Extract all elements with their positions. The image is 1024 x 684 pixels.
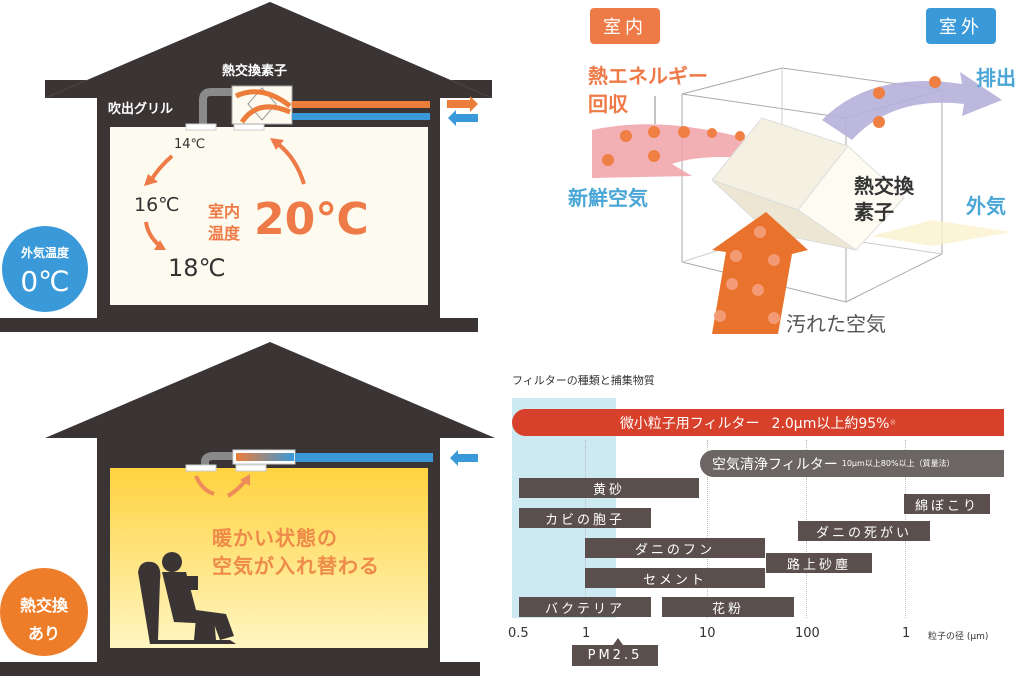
micro-particle-filter-bar: 微小粒子用フィルター 2.0μm以上約95% ※ [512, 409, 1004, 436]
particle-bar-mite-feces: ダニのフン [585, 538, 765, 558]
room-temp-label-line2: 温度 [208, 224, 241, 243]
outside-temp-badge-label: 外気温度 [20, 246, 69, 260]
particle-label: セメント [643, 572, 707, 588]
pm25-band [512, 398, 616, 618]
air-filter-spec: 10μm以上80%以上（質量法） [841, 459, 955, 468]
particle-bar-yellow-sand: 黄砂 [519, 478, 699, 498]
warm-air-message-line1: 暖かい状態の [212, 526, 338, 550]
particle-label: 黄砂 [592, 482, 625, 498]
indoor-tag: 室内 [590, 8, 660, 44]
temp-14: 14℃ [174, 137, 206, 152]
outside-temp-badge: 外気温度 0℃ [2, 226, 88, 312]
particle-label: 路上砂塵 [786, 557, 851, 573]
particle-label: 綿ぼこり [914, 498, 979, 514]
particle-bar-cement: セメント [585, 568, 765, 588]
particle-label: ダニのフン [634, 542, 716, 558]
outdoor-tag-text: 室外 [939, 17, 983, 38]
house-illustration [0, 2, 492, 332]
heat-recovery-label-line1: 熱エネルギー [588, 64, 708, 88]
dirty-air-label: 汚れた空気 [786, 312, 886, 336]
fresh-air-label: 新鮮空気 [568, 186, 648, 210]
particle-label: バクテリア [544, 601, 625, 617]
particle-label: カビの胞子 [544, 512, 625, 528]
x-tick-1mm: 1 [902, 626, 911, 641]
air-purifier-filter-bar: 空気清浄フィルター 10μm以上80%以上（質量法） [700, 450, 1004, 477]
heat-exchanger-diagram-panel: 室内 室外 熱エネルギー 回収 新鮮空気 熱交換 素子 外気 排出 汚れた空気 [512, 0, 1024, 345]
particle-bar-mold-spores: カビの胞子 [519, 508, 651, 528]
element-label-line1: 熱交換 [854, 174, 914, 198]
heat-exchange-badge-line2: あり [27, 624, 60, 643]
outside-air-label: 外気 [966, 194, 1006, 218]
gridline-100 [806, 440, 807, 618]
house-warm-illustration [0, 342, 495, 676]
heat-exchange-badge-line1: 熱交換 [19, 596, 68, 615]
house-temperature-panel: 熱交換素子 吹出グリル 14℃ 16℃ 18℃ 室内 温度 20℃ 外気温度 0… [0, 0, 512, 340]
room-temp-label-line1: 室内 [208, 202, 241, 221]
temp-18: 18℃ [168, 254, 226, 282]
particle-label: 花粉 [711, 601, 744, 617]
pm25-label-text: PM2.5 [587, 648, 643, 663]
x-tick-1: 1 [582, 626, 591, 641]
outside-temp-badge-value: 0℃ [20, 265, 70, 298]
warm-air-message-line2: 空気が入れ替わる [212, 554, 380, 578]
outdoor-tag: 室外 [926, 8, 996, 44]
gridline-10 [707, 440, 708, 618]
heat-exchange-element-label: 熱交換素子 [222, 64, 288, 79]
chart-title: フィルターの種類と捕集物質 [512, 374, 655, 387]
micro-filter-note-mark: ※ [889, 418, 897, 427]
gridline-1 [585, 440, 586, 618]
micro-filter-spec: 2.0μm以上約95% [771, 415, 890, 432]
temp-16: 16℃ [134, 194, 180, 216]
x-tick-100: 100 [795, 626, 820, 641]
exhaust-label: 排出 [976, 66, 1016, 90]
particle-bar-bacteria: バクテリア [519, 597, 651, 617]
grille-label: 吹出グリル [108, 102, 174, 117]
particle-bar-dead-mites: ダニの死がい [798, 521, 930, 541]
element-label-line2: 素子 [854, 200, 894, 224]
indoor-tag-text: 室内 [603, 17, 647, 38]
gridline-1mm [905, 440, 906, 618]
pm25-label: PM2.5 [572, 645, 658, 666]
particle-bar-pollen: 花粉 [662, 597, 794, 617]
air-filter-name: 空気清浄フィルター [712, 456, 838, 473]
room-temp-value: 20℃ [254, 194, 369, 245]
pm25-marker-triangle [613, 638, 623, 645]
house-with-heat-exchange-panel: 暖かい状態の 空気が入れ替わる 熱交換 あり [0, 340, 512, 684]
heat-exchanger-illustration [592, 67, 1012, 334]
micro-filter-name: 微小粒子用フィルター [619, 415, 760, 432]
x-axis-label: 粒子の径 (μm) [928, 632, 989, 642]
x-tick-10: 10 [699, 626, 716, 641]
particle-label: ダニの死がい [815, 525, 912, 541]
heat-exchange-badge: 熱交換 あり [0, 568, 88, 656]
heat-recovery-label-line2: 回収 [588, 92, 628, 116]
particle-bar-road-dust: 路上砂塵 [766, 553, 872, 573]
particle-bar-lint: 綿ぼこり [904, 494, 990, 514]
